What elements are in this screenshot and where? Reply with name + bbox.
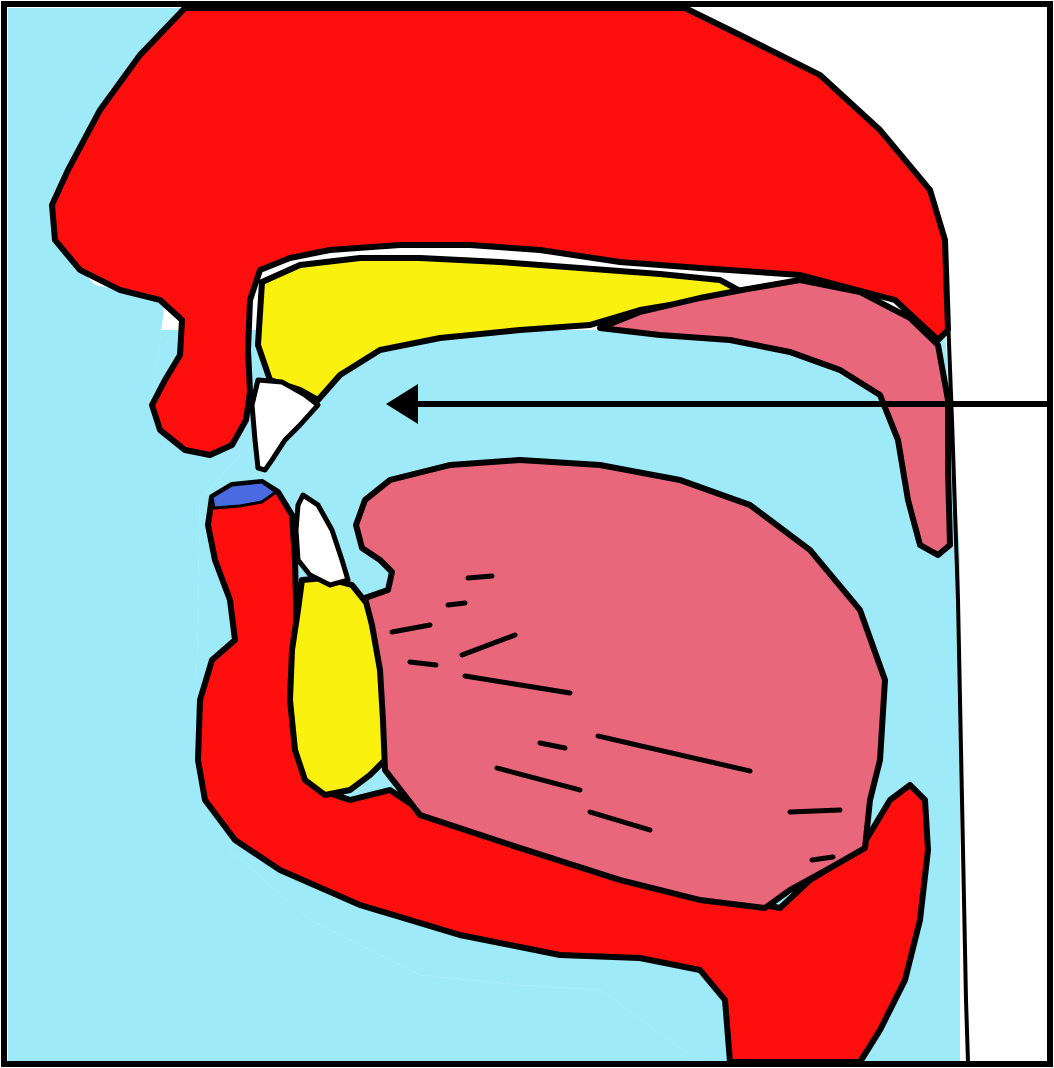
texture-line — [468, 576, 492, 578]
texture-line — [410, 662, 436, 665]
texture-line — [790, 810, 840, 812]
texture-line — [448, 603, 465, 605]
texture-line — [812, 857, 833, 860]
